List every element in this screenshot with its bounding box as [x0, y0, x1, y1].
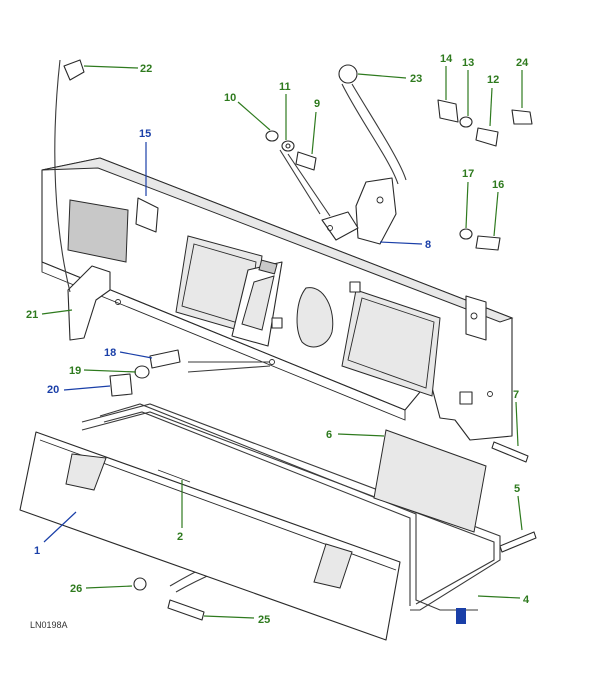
trim-panel-6	[373, 429, 487, 533]
leader-1	[43, 511, 77, 543]
callout-10: 10	[224, 92, 236, 104]
callout-17: 17	[462, 168, 474, 180]
callout-11: 11	[279, 81, 291, 93]
diagram-reference: LN0198A	[30, 620, 68, 630]
fasteners	[63, 59, 537, 621]
leader-12	[489, 87, 493, 127]
leader-9	[311, 111, 317, 155]
callout-12: 12	[487, 74, 499, 86]
leader-17	[465, 181, 469, 229]
callout-21: 21	[26, 309, 38, 321]
tailgate-panel	[41, 157, 514, 441]
leader-22	[83, 65, 139, 69]
leader-5	[517, 495, 523, 531]
leader-21	[41, 309, 73, 315]
callout-15: 15	[139, 128, 151, 140]
callout-1: 1	[34, 545, 40, 557]
callout-4: 4	[523, 594, 530, 606]
callout-8: 8	[425, 239, 431, 251]
selection-marker	[456, 608, 466, 624]
leader-25	[203, 615, 255, 619]
leader-8	[379, 241, 423, 245]
callout-7: 7	[513, 389, 519, 401]
leader-20	[63, 385, 111, 391]
leader-18	[119, 351, 153, 359]
callout-labels: 1 2 4 5 6 7 8 9 10 11 12 13 14 15 16 17 …	[26, 53, 530, 626]
callout-5: 5	[514, 483, 520, 495]
callout-9: 9	[314, 98, 320, 110]
bracket-21	[67, 265, 111, 341]
callout-6: 6	[326, 429, 332, 441]
callout-20: 20	[47, 384, 59, 396]
hinge-bracket-8	[321, 177, 397, 245]
leader-26	[85, 585, 133, 589]
leader-19	[83, 369, 137, 373]
callout-2: 2	[177, 531, 183, 543]
leader-10	[237, 101, 271, 131]
callout-14: 14	[440, 53, 453, 65]
callout-22: 22	[140, 63, 152, 75]
leader-7	[515, 401, 519, 447]
callout-leaders	[41, 65, 523, 619]
leader-23	[357, 73, 407, 79]
leader-6	[337, 433, 385, 437]
leader-4	[477, 595, 521, 599]
callout-19: 19	[69, 365, 81, 377]
callout-26: 26	[70, 583, 82, 595]
callout-18: 18	[104, 347, 116, 359]
callout-24: 24	[516, 57, 529, 69]
leader-16	[493, 191, 499, 237]
callout-25: 25	[258, 614, 270, 626]
callout-23: 23	[410, 73, 422, 85]
bottom-panel-1	[19, 431, 401, 641]
callout-16: 16	[492, 179, 504, 191]
callout-13: 13	[462, 57, 474, 69]
